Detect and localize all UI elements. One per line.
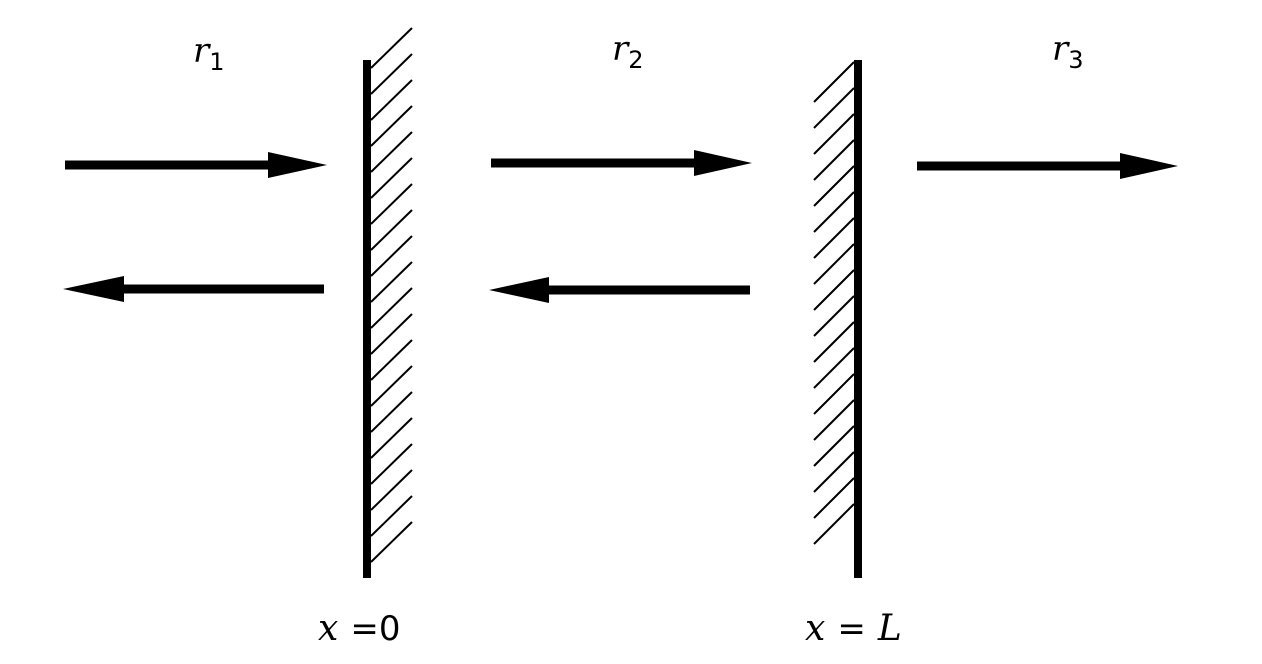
hatch-mark <box>370 495 413 537</box>
hatch-mark <box>370 105 413 147</box>
hatch-mark <box>813 243 855 285</box>
hatch-mark <box>813 139 855 181</box>
wall-right-hatching <box>813 61 855 545</box>
hatch-mark <box>813 399 855 441</box>
hatch-mark <box>813 191 855 233</box>
hatch-mark <box>813 451 855 493</box>
hatch-mark <box>370 261 413 303</box>
hatch-mark <box>813 61 855 103</box>
incident-arrow-region-1 <box>65 152 327 178</box>
wall-left <box>363 27 413 578</box>
reflected-arrow-region-2 <box>489 277 750 303</box>
region-label-2: r2 <box>612 29 644 74</box>
hatch-mark <box>370 417 413 459</box>
transmitted-arrow-region-3 <box>917 153 1178 179</box>
hatch-mark <box>370 209 413 251</box>
hatch-mark <box>370 27 413 69</box>
wall-left-position-label: x=0 <box>318 608 400 649</box>
hatch-mark <box>370 287 413 329</box>
hatch-mark <box>370 131 413 173</box>
hatch-mark <box>370 183 413 225</box>
hatch-mark <box>370 235 413 277</box>
hatch-mark <box>370 469 413 511</box>
hatch-mark <box>813 217 855 259</box>
wall-right <box>813 60 862 578</box>
hatch-mark <box>370 339 413 381</box>
hatch-mark <box>370 521 413 563</box>
hatch-mark <box>813 373 855 415</box>
hatch-mark <box>370 443 413 485</box>
hatch-mark <box>813 87 855 129</box>
hatch-mark <box>370 157 413 199</box>
hatch-mark <box>370 79 413 121</box>
hatch-mark <box>370 53 413 95</box>
hatch-mark <box>813 347 855 389</box>
hatch-mark <box>813 295 855 337</box>
region-label-3: r3 <box>1052 29 1084 74</box>
hatch-mark <box>813 321 855 363</box>
hatch-mark <box>813 269 855 311</box>
hatch-mark <box>813 477 855 519</box>
hatch-mark <box>813 425 855 467</box>
hatch-mark <box>813 113 855 155</box>
hatch-mark <box>370 365 413 407</box>
hatch-mark <box>370 391 413 433</box>
region-label-1: r1 <box>193 31 225 76</box>
hatch-mark <box>370 313 413 355</box>
wall-right-position-label: x=L <box>805 608 902 649</box>
wall-left-hatching <box>370 27 413 563</box>
hatch-mark <box>813 503 855 545</box>
reflected-arrow-region-1 <box>63 276 324 302</box>
incident-arrow-region-2 <box>491 150 752 176</box>
hatch-mark <box>813 165 855 207</box>
